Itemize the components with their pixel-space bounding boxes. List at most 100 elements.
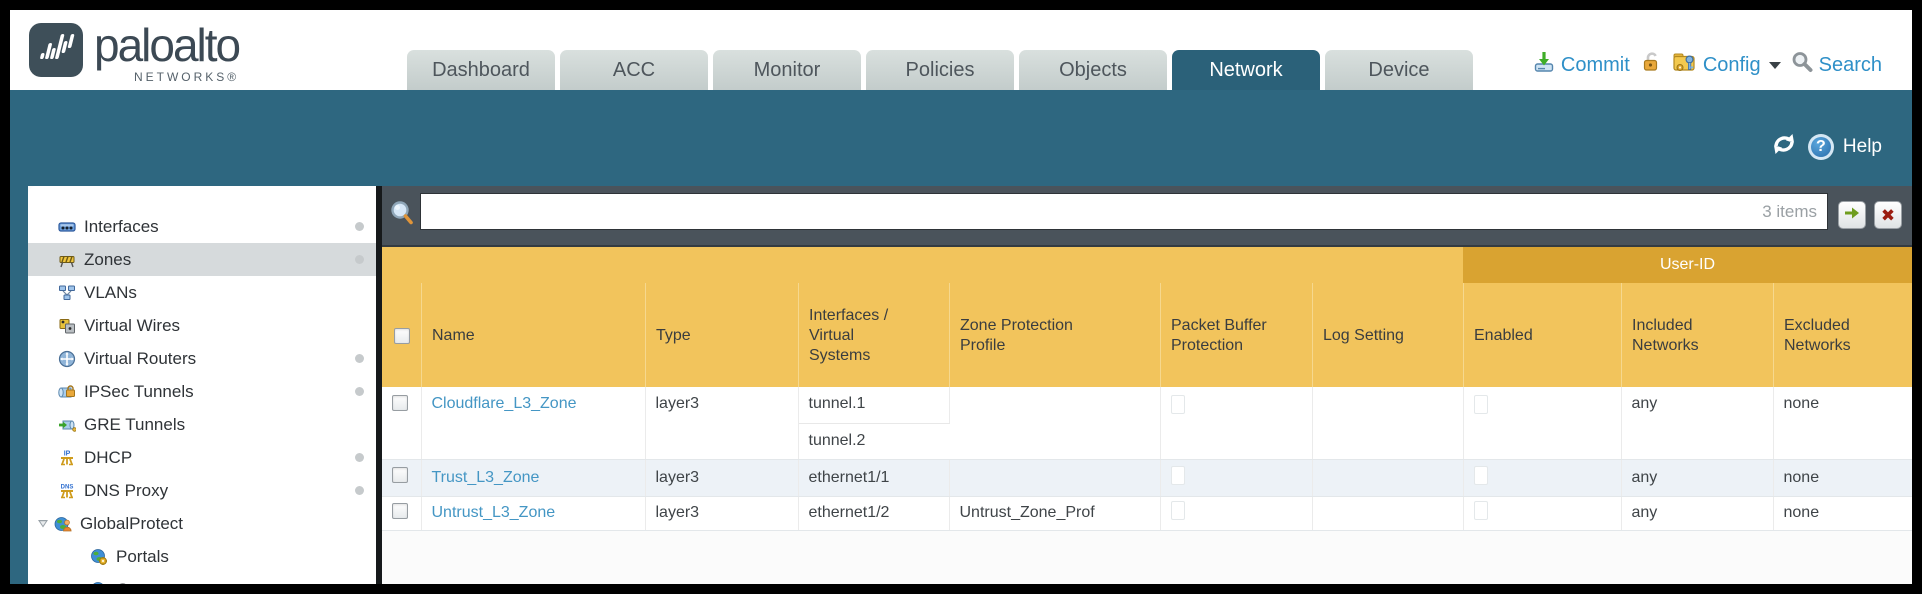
top-bar: paloalto NETWORKS® Dashboard ACC Monitor… <box>10 10 1912 90</box>
column-header-log-setting[interactable]: Log Setting <box>1312 283 1463 389</box>
zone-name-link[interactable]: Trust_L3_Zone <box>431 468 540 486</box>
virtual-routers-icon <box>58 350 76 368</box>
sidebar-item-interfaces[interactable]: Interfaces <box>28 210 376 243</box>
sidebar-item-virtual-wires[interactable]: Virtual Wires <box>28 309 376 342</box>
tab-acc[interactable]: ACC <box>560 50 708 90</box>
excluded-networks: none <box>1773 459 1912 497</box>
paloalto-logo-icon <box>28 22 84 78</box>
zone-type: layer3 <box>645 496 799 531</box>
expand-triangle-icon[interactable] <box>36 518 50 530</box>
zone-protection-profile <box>949 459 1161 497</box>
tab-policies[interactable]: Policies <box>866 50 1014 90</box>
filter-input[interactable]: 3 items <box>420 193 1828 230</box>
filter-toolbar: 3 items ✖ <box>382 186 1912 245</box>
globalprotect-icon <box>54 515 72 533</box>
zones-panel: 3 items ✖ User-ID Name Type Interfaces /… <box>382 186 1912 584</box>
clear-x-icon: ✖ <box>1880 205 1896 225</box>
status-dot <box>355 255 364 264</box>
column-header-type[interactable]: Type <box>645 283 798 389</box>
table-row: Untrust_L3_Zone layer3 ethernet1/2 Untru… <box>382 496 1912 531</box>
gateways-icon <box>90 581 108 584</box>
tab-objects[interactable]: Objects <box>1019 50 1167 90</box>
packet-buffer-checkbox[interactable] <box>1170 465 1185 485</box>
zone-type: layer3 <box>645 459 799 497</box>
excluded-networks: none <box>1773 387 1912 460</box>
sidebar-item-dns-proxy[interactable]: DNS DNS Proxy <box>28 474 376 507</box>
userid-enabled-checkbox[interactable] <box>1473 395 1488 414</box>
network-sidebar: Interfaces Zones VLANs Virtual Wires <box>28 186 376 584</box>
help-icon[interactable]: ? <box>1807 133 1834 160</box>
config-icon <box>1672 50 1698 80</box>
sidebar-item-zones[interactable]: Zones <box>28 243 376 276</box>
filter-text-input[interactable] <box>421 194 1763 229</box>
global-search-button[interactable]: Search <box>1790 50 1882 80</box>
packet-buffer-checkbox[interactable] <box>1170 395 1185 414</box>
commit-button[interactable]: Commit <box>1532 50 1630 80</box>
zones-table-body: Cloudflare_L3_Zone layer3 tunnel.1 any n… <box>382 387 1912 531</box>
dhcp-icon: IP <box>58 449 76 467</box>
userid-enabled-checkbox[interactable] <box>1473 465 1488 485</box>
log-setting <box>1312 496 1464 531</box>
included-networks: any <box>1621 496 1774 531</box>
vlans-icon <box>58 284 76 302</box>
column-header-zone-protection-profile[interactable]: Zone Protection Profile <box>949 283 1160 389</box>
column-header-interfaces[interactable]: Interfaces / Virtual Systems <box>798 283 949 389</box>
zone-name-link[interactable]: Untrust_L3_Zone <box>431 504 556 521</box>
column-header-excluded-networks[interactable]: Excluded Networks <box>1773 283 1912 389</box>
sidebar-item-virtual-routers[interactable]: Virtual Routers <box>28 342 376 375</box>
global-actions: Commit <box>1532 50 1882 80</box>
zone-protection-profile: Untrust_Zone_Prof <box>949 496 1161 531</box>
dns-proxy-icon: DNS <box>58 482 76 500</box>
tab-dashboard[interactable]: Dashboard <box>407 50 555 90</box>
select-all-checkbox[interactable] <box>393 328 410 344</box>
userid-group-header: User-ID <box>1463 247 1912 283</box>
included-networks: any <box>1621 387 1774 460</box>
panos-ui: paloalto NETWORKS® Dashboard ACC Monitor… <box>10 10 1912 584</box>
column-header-name[interactable]: Name <box>421 283 645 389</box>
refresh-icon[interactable] <box>1769 130 1799 163</box>
sidebar-item-gre-tunnels[interactable]: GRE Tunnels <box>28 408 376 441</box>
sidebar-item-dhcp[interactable]: IP DHCP <box>28 441 376 474</box>
tab-monitor[interactable]: Monitor <box>713 50 861 90</box>
config-dropdown[interactable]: Config <box>1672 50 1781 80</box>
packet-buffer-checkbox[interactable] <box>1170 501 1185 520</box>
sidebar-item-vlans[interactable]: VLANs <box>28 276 376 309</box>
magnifier-icon <box>389 200 415 233</box>
portals-icon <box>90 548 108 566</box>
zone-interface: tunnel.1 <box>798 387 950 424</box>
lock-icon[interactable] <box>1639 50 1663 80</box>
row-checkbox[interactable] <box>392 467 408 483</box>
sidebar-item-portals[interactable]: Portals <box>28 540 376 573</box>
status-dot <box>355 486 364 495</box>
zones-table: Cloudflare_L3_Zone layer3 tunnel.1 any n… <box>382 387 1912 531</box>
tab-network[interactable]: Network <box>1172 50 1320 90</box>
sidebar-divider <box>376 186 382 584</box>
svg-text:DNS: DNS <box>61 484 74 490</box>
table-row: Cloudflare_L3_Zone layer3 tunnel.1 any n… <box>382 387 1912 460</box>
row-checkbox[interactable] <box>392 395 408 411</box>
zone-name-link[interactable]: Cloudflare_L3_Zone <box>431 395 577 412</box>
sidebar-item-globalprotect[interactable]: GlobalProtect <box>28 507 376 540</box>
go-arrow-icon <box>1843 205 1861 226</box>
status-dot <box>355 222 364 231</box>
status-dot <box>355 453 364 462</box>
left-teal-strip <box>10 186 28 584</box>
sidebar-item-gateways[interactable]: Gateways <box>28 573 376 584</box>
column-header-packet-buffer-protection[interactable]: Packet Buffer Protection <box>1160 283 1312 389</box>
ipsec-tunnels-icon <box>58 383 76 401</box>
tab-device[interactable]: Device <box>1325 50 1473 90</box>
column-header-enabled[interactable]: Enabled <box>1463 283 1621 389</box>
apply-filter-button[interactable] <box>1838 201 1866 229</box>
sidebar-item-ipsec-tunnels[interactable]: IPSec Tunnels <box>28 375 376 408</box>
included-networks: any <box>1621 459 1774 497</box>
userid-enabled-checkbox[interactable] <box>1473 501 1488 520</box>
status-dot <box>355 387 364 396</box>
clear-filter-button[interactable]: ✖ <box>1874 201 1902 229</box>
row-checkbox[interactable] <box>392 502 408 519</box>
help-label[interactable]: Help <box>1842 135 1882 157</box>
column-header-included-networks[interactable]: Included Networks <box>1621 283 1773 389</box>
svg-text:IP: IP <box>64 450 71 457</box>
zone-interface: tunnel.2 <box>798 423 949 460</box>
header-select-all[interactable] <box>382 283 421 389</box>
